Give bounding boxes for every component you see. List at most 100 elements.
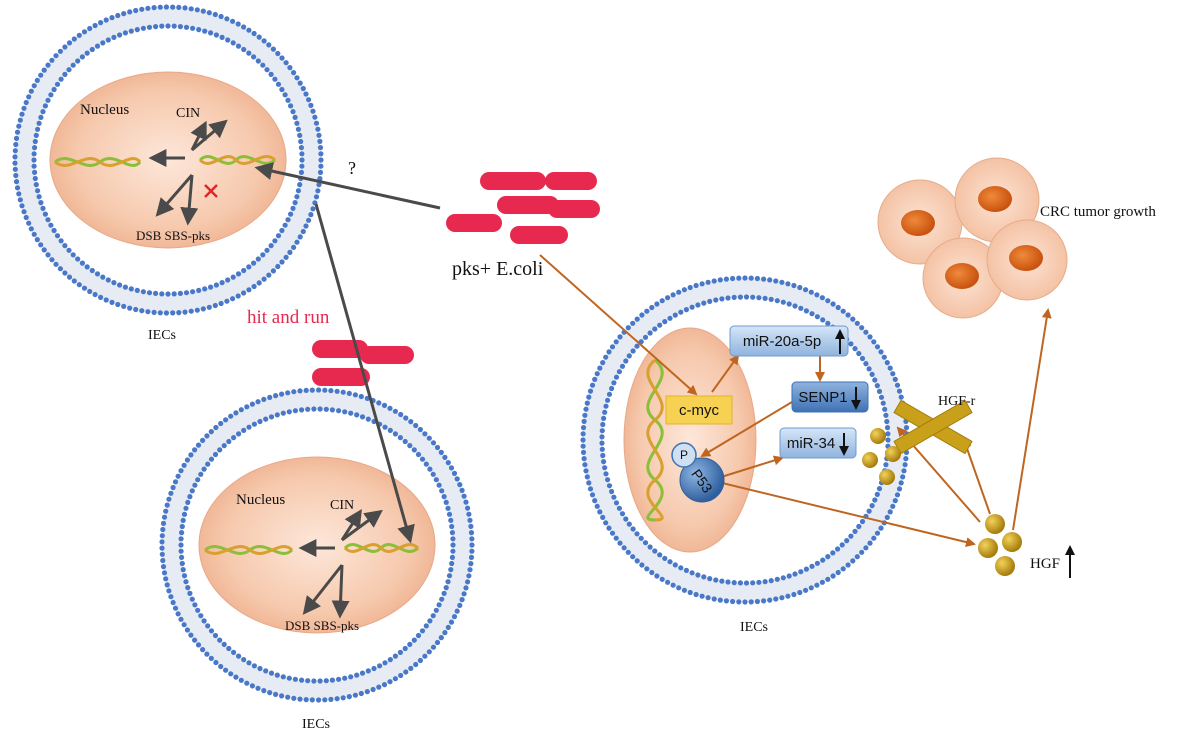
- membrane-lipid-head: [603, 403, 609, 409]
- membrane-lipid-head: [291, 70, 297, 76]
- membrane-lipid-head: [192, 602, 198, 608]
- membrane-lipid-head: [140, 25, 146, 31]
- membrane-lipid-head: [676, 585, 682, 591]
- membrane-lipid-head: [371, 665, 377, 672]
- membrane-lipid-head: [687, 589, 693, 596]
- membrane-lipid-head: [606, 483, 613, 489]
- membrane-lipid-head: [270, 268, 276, 274]
- membrane-lipid-head: [194, 307, 200, 313]
- membrane-lipid-head: [825, 554, 831, 560]
- membrane-lipid-head: [742, 275, 748, 281]
- membrane-lipid-head: [436, 602, 442, 608]
- membrane-lipid-head: [87, 25, 93, 32]
- membrane-lipid-head: [423, 461, 429, 467]
- iec-cell-bottom: [159, 387, 475, 703]
- membrane-lipid-head: [115, 301, 121, 308]
- iecs-label-right: IECs: [740, 620, 768, 635]
- membrane-lipid-head: [872, 497, 878, 503]
- membrane-lipid-head: [381, 402, 388, 408]
- membrane-lipid-head: [322, 387, 328, 393]
- membrane-lipid-head: [602, 409, 608, 415]
- membrane-lipid-head: [35, 126, 41, 132]
- membrane-lipid-head: [223, 417, 229, 423]
- membrane-lipid-head: [742, 599, 748, 605]
- membrane-lipid-head: [442, 454, 448, 460]
- membrane-lipid-head: [282, 222, 288, 228]
- membrane-lipid-head: [170, 4, 176, 10]
- membrane-lipid-head: [206, 10, 212, 16]
- membrane-lipid-head: [348, 674, 354, 680]
- membrane-lipid-head: [183, 24, 190, 30]
- membrane-lipid-head: [774, 298, 780, 304]
- membrane-lipid-head: [17, 117, 23, 123]
- membrane-lipid-head: [157, 310, 163, 316]
- membrane-lipid-head: [261, 38, 267, 44]
- membrane-lipid-head: [100, 40, 106, 46]
- nucleus-label-bottom: Nucleus: [236, 492, 286, 508]
- membrane-lipid-head: [318, 157, 324, 163]
- membrane-lipid-head: [450, 548, 456, 554]
- membrane-lipid-head: [264, 67, 270, 73]
- membrane-lipid-head: [285, 217, 291, 223]
- membrane-lipid-head: [592, 376, 598, 382]
- membrane-lipid-head: [251, 260, 257, 266]
- membrane-lipid-head: [306, 97, 312, 103]
- membrane-lipid-head: [791, 591, 797, 598]
- membrane-lipid-head: [808, 585, 814, 591]
- membrane-lipid-head: [377, 663, 383, 669]
- membrane-lipid-head: [863, 361, 869, 367]
- membrane-lipid-head: [625, 325, 631, 331]
- membrane-lipid-head: [866, 508, 872, 514]
- membrane-lipid-head: [719, 296, 725, 302]
- membrane-lipid-head: [275, 233, 282, 239]
- membrane-lipid-head: [808, 289, 814, 295]
- membrane-lipid-head: [19, 111, 25, 117]
- membrane-lipid-head: [264, 247, 270, 253]
- membrane-lipid-head: [830, 301, 836, 307]
- membrane-lipid-head: [902, 462, 908, 468]
- hgf-particles-inner: [862, 428, 901, 485]
- membrane-lipid-head: [392, 431, 398, 437]
- membrane-lipid-head: [42, 103, 49, 109]
- membrane-lipid-head: [820, 317, 826, 323]
- membrane-lipid-head: [249, 683, 255, 689]
- membrane-lipid-head: [717, 277, 723, 283]
- membrane-lipid-head: [36, 120, 42, 126]
- membrane-lipid-head: [417, 657, 423, 664]
- membrane-lipid-head: [275, 50, 281, 57]
- senp1-label: SENP1: [798, 388, 848, 406]
- membrane-lipid-head: [883, 412, 889, 418]
- membrane-lipid-head: [695, 572, 701, 578]
- membrane-lipid-head: [51, 227, 57, 234]
- membrane-lipid-head: [318, 151, 324, 157]
- membrane-lipid-head: [297, 696, 303, 702]
- membrane-lipid-head: [803, 287, 809, 293]
- membrane-lipid-head: [177, 290, 183, 296]
- membrane-lipid-head: [294, 75, 300, 81]
- membrane-lipid-head: [397, 435, 403, 441]
- membrane-lipid-head: [184, 457, 190, 463]
- membrane-lipid-head: [743, 580, 750, 586]
- membrane-lipid-head: [168, 490, 174, 496]
- membrane-lipid-head: [246, 660, 252, 666]
- membrane-lipid-head: [583, 468, 589, 474]
- mir20-label: miR-20a-5p: [742, 332, 822, 350]
- membrane-lipid-head: [180, 567, 186, 573]
- membrane-lipid-head: [163, 508, 169, 514]
- membrane-lipid-head: [872, 377, 878, 383]
- membrane-lipid-head: [713, 297, 719, 303]
- membrane-lipid-head: [246, 264, 252, 270]
- membrane-lipid-head: [894, 382, 901, 388]
- membrane-lipid-head: [34, 77, 40, 83]
- nucleus-right: [623, 327, 757, 553]
- membrane-lipid-head: [603, 471, 609, 477]
- membrane-lipid-head: [398, 411, 404, 418]
- membrane-lipid-head: [611, 494, 617, 500]
- membrane-lipid-head: [238, 407, 244, 413]
- membrane-lipid-head: [146, 24, 153, 30]
- membrane-lipid-head: [454, 476, 460, 482]
- membrane-lipid-head: [609, 344, 616, 350]
- membrane-lipid-head: [859, 325, 865, 331]
- membrane-lipid-head: [163, 310, 169, 316]
- membrane-lipid-head: [445, 579, 451, 585]
